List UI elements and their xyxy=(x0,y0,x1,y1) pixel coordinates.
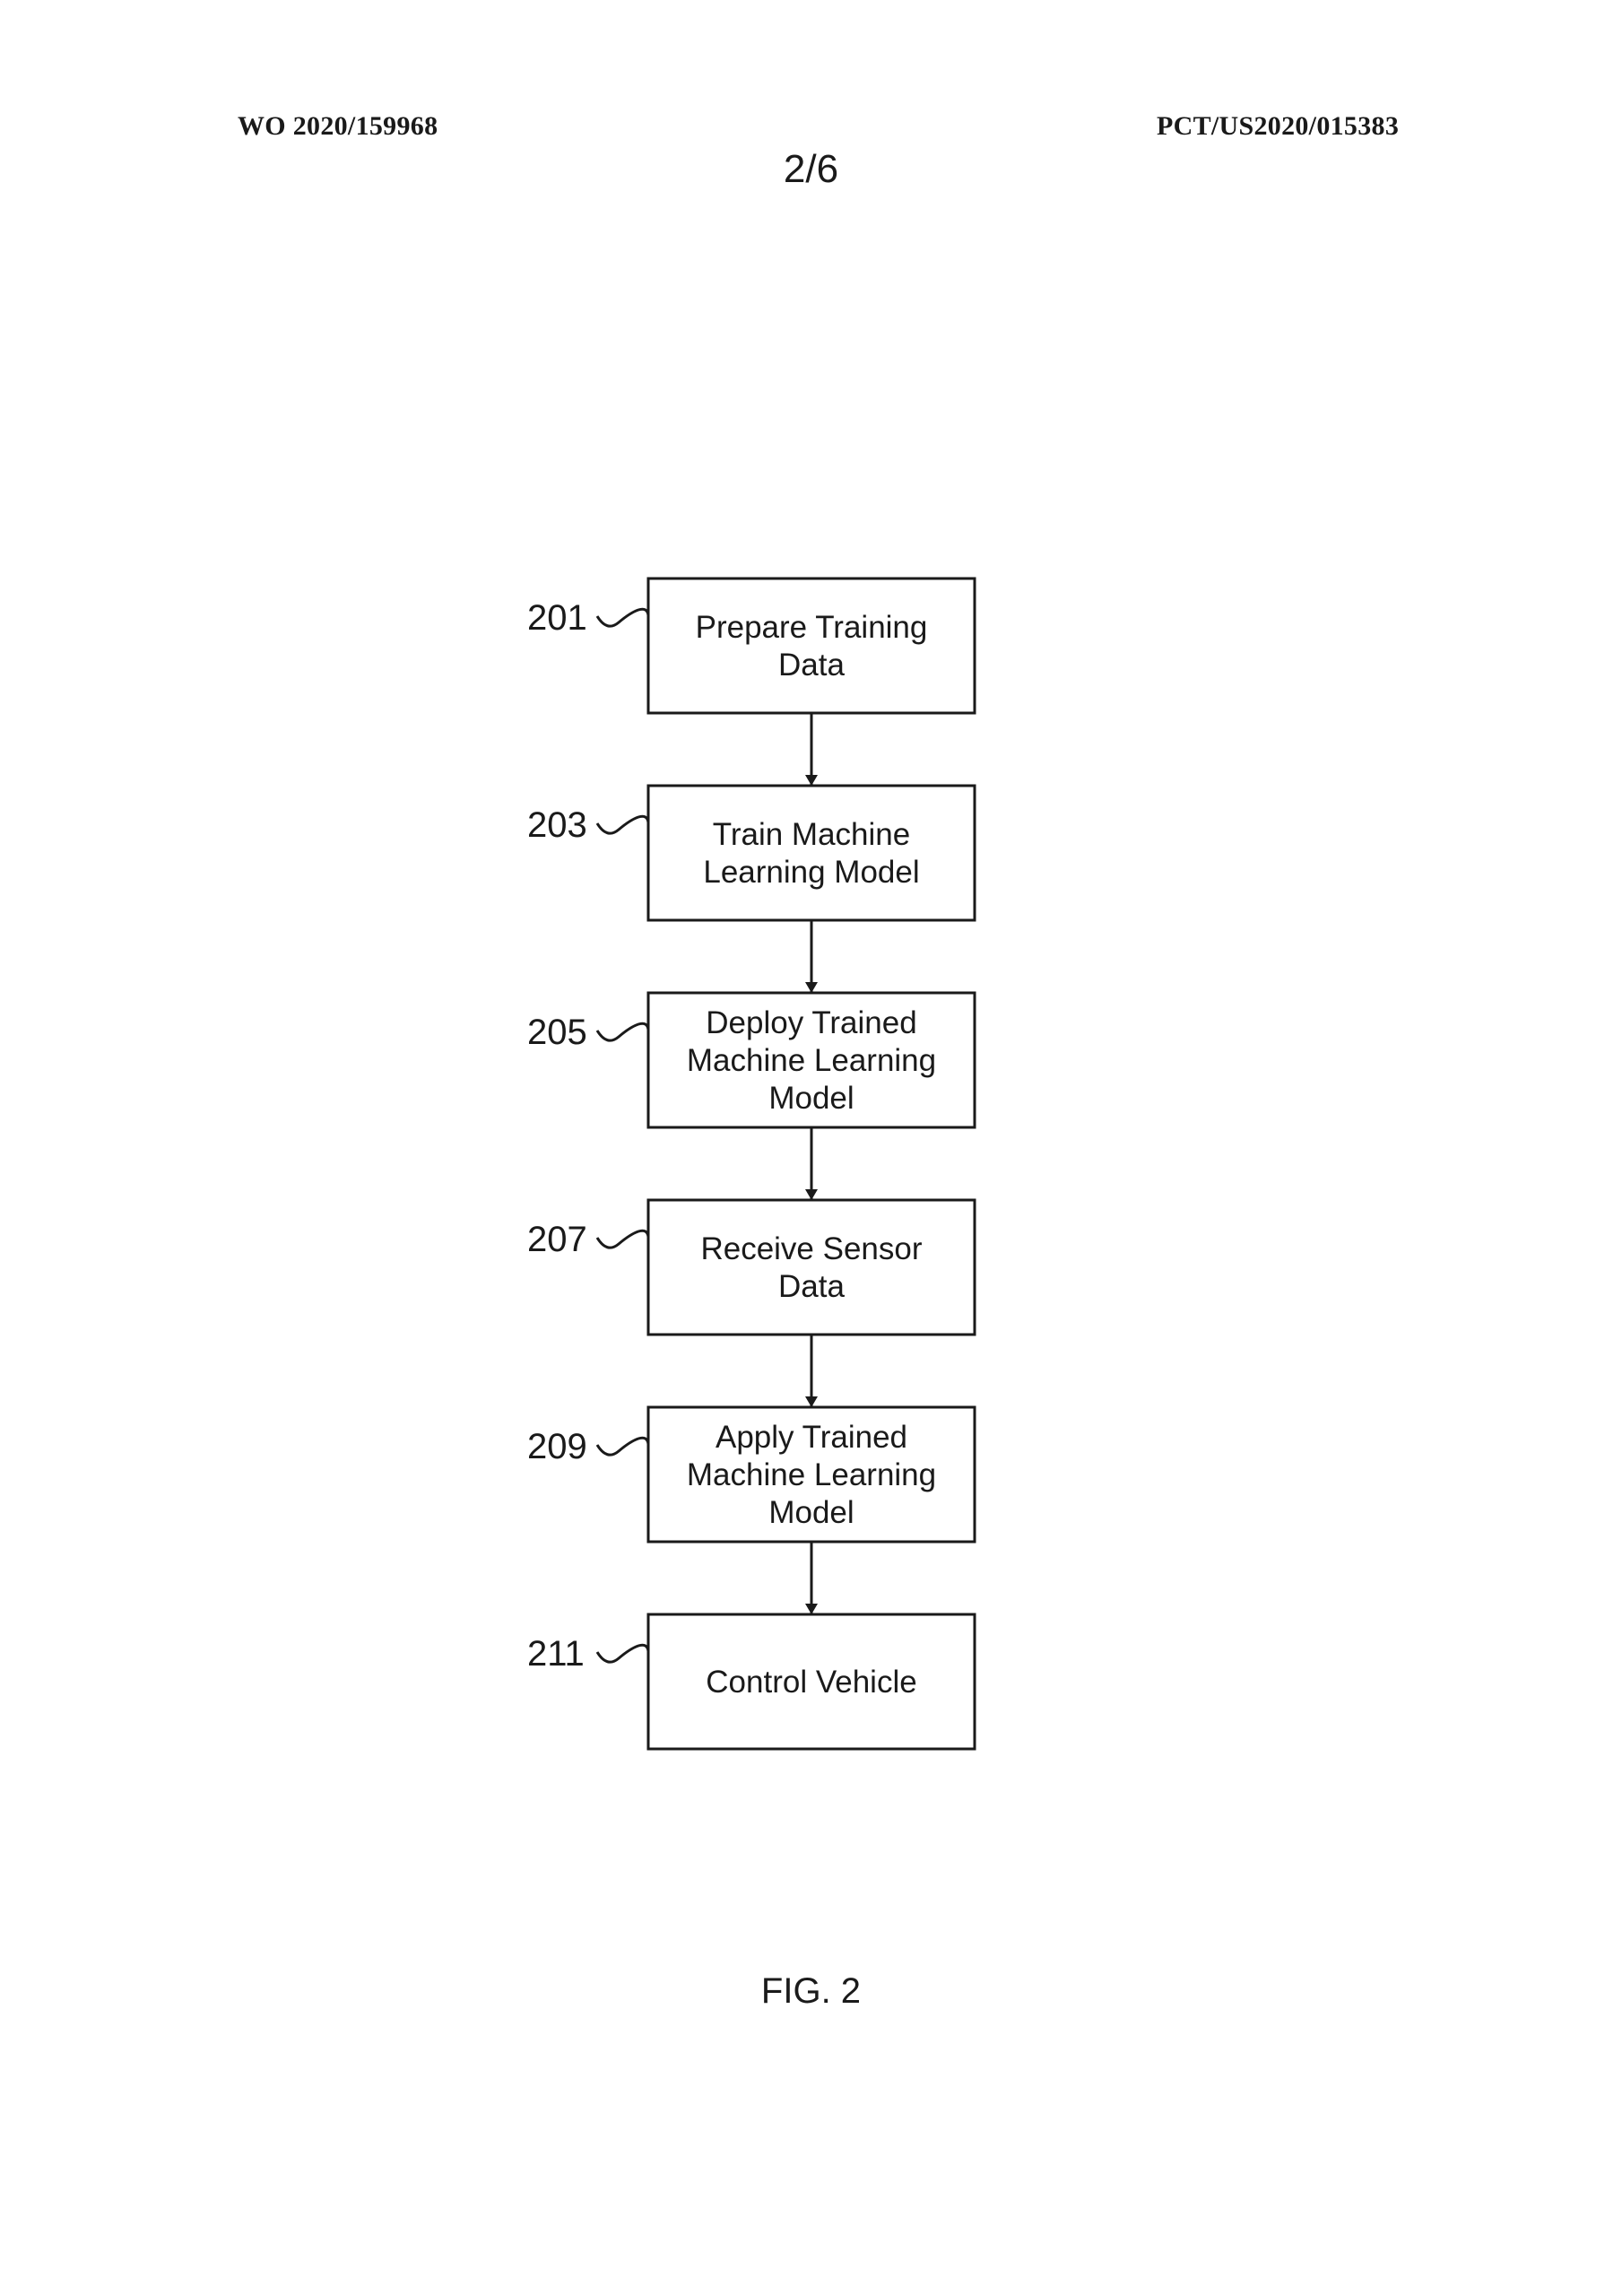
leader-line xyxy=(597,609,648,626)
flow-step-209: Apply TrainedMachine LearningModel 209 xyxy=(527,1407,975,1542)
flow-step-205: Deploy TrainedMachine LearningModel 205 xyxy=(527,993,975,1127)
step-label-line: Prepare Training xyxy=(696,610,928,645)
reference-numeral: 203 xyxy=(527,805,587,845)
flow-step-201: Prepare TrainingData 201 xyxy=(527,578,975,713)
step-box xyxy=(648,786,975,920)
step-label-line: Train Machine xyxy=(713,817,910,852)
step-label-line: Model xyxy=(768,1495,854,1530)
step-label-line: Receive Sensor xyxy=(700,1231,922,1266)
reference-numeral: 209 xyxy=(527,1427,587,1466)
step-label-line: Apply Trained xyxy=(716,1420,907,1455)
leader-line xyxy=(597,1023,648,1040)
leader-line xyxy=(597,1231,648,1248)
reference-numeral: 207 xyxy=(527,1220,587,1259)
reference-numeral: 211 xyxy=(527,1634,585,1674)
leader-line xyxy=(597,1645,648,1662)
step-label-line: Data xyxy=(778,648,845,683)
step-label-line: Data xyxy=(778,1269,845,1304)
step-label-line: Machine Learning xyxy=(687,1043,936,1078)
step-label-line: Learning Model xyxy=(703,855,919,890)
step-label-line: Machine Learning xyxy=(687,1457,936,1492)
flow-step-211: Control Vehicle 211 xyxy=(527,1614,975,1749)
leader-line xyxy=(597,1438,648,1455)
step-label-line: Deploy Trained xyxy=(706,1005,916,1040)
reference-numeral: 201 xyxy=(527,598,587,638)
step-label-line: Control Vehicle xyxy=(706,1665,916,1700)
step-box xyxy=(648,1200,975,1335)
flow-step-203: Train MachineLearning Model 203 xyxy=(527,786,975,920)
step-box xyxy=(648,578,975,713)
flow-step-207: Receive SensorData 207 xyxy=(527,1200,975,1335)
reference-numeral: 205 xyxy=(527,1013,587,1052)
step-label-line: Model xyxy=(768,1081,854,1116)
leader-line xyxy=(597,816,648,833)
figure-caption: FIG. 2 xyxy=(0,1971,1622,2012)
